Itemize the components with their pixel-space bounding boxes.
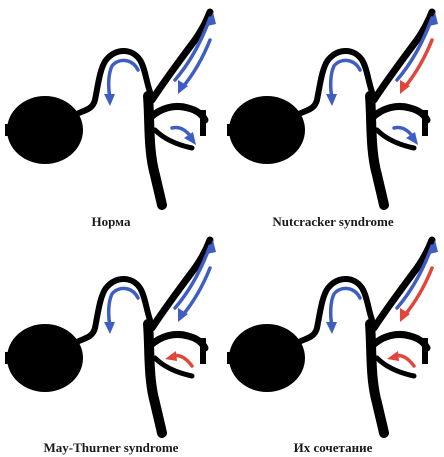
venous-anatomy-diagram xyxy=(0,0,222,210)
kidney-hilum xyxy=(5,352,15,364)
venous-anatomy-diagram xyxy=(0,228,222,438)
compressing-artery xyxy=(372,106,427,120)
gonadal-flow-arrowhead xyxy=(326,94,337,106)
gonadal-flow-arrow xyxy=(109,288,138,326)
kidney xyxy=(7,324,83,392)
compressing-artery xyxy=(150,334,205,348)
vessel-anatomy xyxy=(227,240,432,433)
panel-may-thurner: May-Thurner syndrome xyxy=(0,228,222,456)
kidney-hilum xyxy=(5,124,15,136)
artery-stump xyxy=(200,338,206,364)
vessel-anatomy xyxy=(5,240,210,433)
gonadal-flow-arrowhead xyxy=(104,94,115,106)
panel-caption: May-Thurner syndrome xyxy=(0,440,222,456)
compressing-artery xyxy=(372,334,427,348)
panel-combination: Их сочетание xyxy=(222,228,444,456)
panel-caption: Их сочетание xyxy=(222,440,444,456)
iliac-flow-arrowhead xyxy=(387,351,399,361)
kidney xyxy=(229,96,305,164)
gonadal-flow-arrow xyxy=(331,60,360,98)
kidney-hilum xyxy=(227,352,237,364)
venous-anatomy-diagram xyxy=(222,0,444,210)
artery-stump xyxy=(200,110,206,136)
panel-normal: Норма xyxy=(0,0,222,228)
gonadal-flow-arrowhead xyxy=(326,322,337,334)
kidney-hilum xyxy=(227,124,237,136)
artery-stump xyxy=(422,110,428,136)
vessel-anatomy xyxy=(5,12,210,205)
venous-anatomy-diagram xyxy=(222,228,444,438)
iliac-flow-arrowhead xyxy=(165,351,177,361)
compressing-artery xyxy=(150,106,205,120)
panel-nutcracker: Nutcracker syndrome xyxy=(222,0,444,228)
kidney xyxy=(229,324,305,392)
artery-stump xyxy=(422,338,428,364)
gonadal-flow-arrow xyxy=(109,60,138,98)
vessel-anatomy xyxy=(227,12,432,205)
gonadal-flow-arrow xyxy=(331,288,360,326)
kidney xyxy=(7,96,83,164)
gonadal-flow-arrowhead xyxy=(104,322,115,334)
